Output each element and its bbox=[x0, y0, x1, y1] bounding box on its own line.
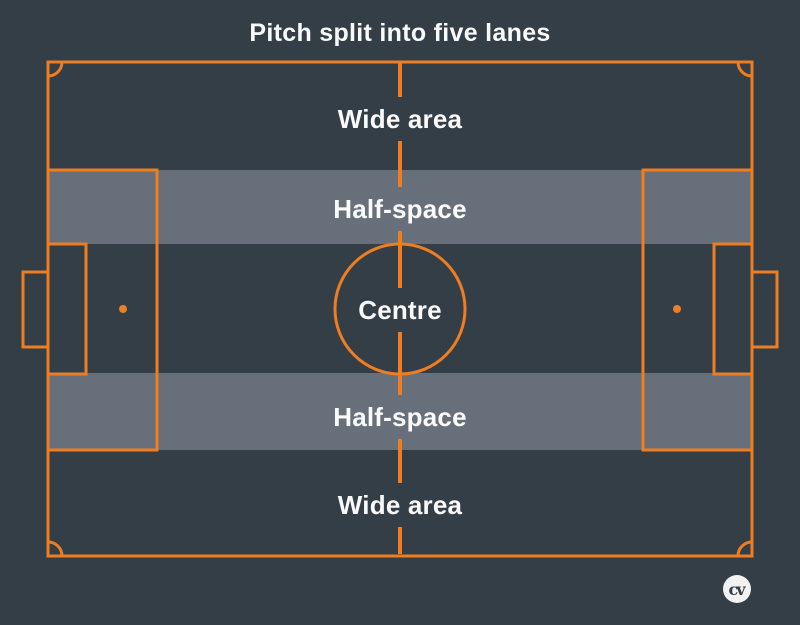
lane-label-half-space-bottom: Half-space bbox=[333, 402, 467, 432]
centre-circle bbox=[333, 242, 467, 376]
corner-arc-bottom-right bbox=[736, 540, 753, 557]
lane-label-centre: Centre bbox=[358, 295, 442, 325]
coaches-voice-logo: cv bbox=[723, 575, 751, 603]
corner-arc-top-left bbox=[47, 61, 64, 78]
lane-label-wide-area-top: Wide area bbox=[337, 104, 463, 134]
corner-arc-bottom-left bbox=[47, 540, 64, 557]
coaches-voice-logo-text: cv bbox=[728, 579, 745, 599]
penalty-spot-right bbox=[673, 305, 681, 313]
goal-right bbox=[750, 270, 779, 349]
lane-label-wide-area-bottom: Wide area bbox=[337, 490, 463, 520]
corner-arc-top-right bbox=[736, 61, 753, 78]
goal-left bbox=[21, 270, 50, 349]
lane-label-half-space-top: Half-space bbox=[333, 194, 467, 224]
diagram-title: Pitch split into five lanes bbox=[249, 19, 551, 47]
penalty-spot-left bbox=[119, 305, 127, 313]
